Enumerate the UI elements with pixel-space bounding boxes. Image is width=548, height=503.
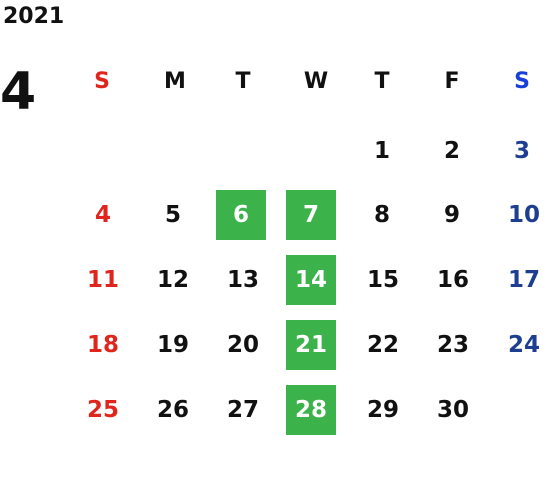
- day-cell[interactable]: 26: [156, 397, 189, 423]
- day-cell-saturday[interactable]: 3: [513, 138, 530, 164]
- day-cell[interactable]: 27: [226, 397, 259, 423]
- weekday-header-saturday: S: [514, 68, 530, 94]
- day-cell-saturday[interactable]: 17: [507, 267, 540, 293]
- day-cell[interactable]: 29: [366, 397, 399, 423]
- day-cell[interactable]: 20: [226, 332, 259, 358]
- day-cell-highlighted[interactable]: 14: [286, 255, 336, 305]
- day-cell-sunday[interactable]: 11: [86, 267, 119, 293]
- day-cell-sunday[interactable]: 18: [86, 332, 119, 358]
- month-number: 4: [0, 62, 37, 122]
- day-cell-highlighted[interactable]: 6: [216, 190, 266, 240]
- day-cell[interactable]: 23: [436, 332, 469, 358]
- day-cell[interactable]: 12: [156, 267, 189, 293]
- day-cell-highlighted[interactable]: 7: [286, 190, 336, 240]
- day-cell-highlighted[interactable]: 21: [286, 320, 336, 370]
- day-cell[interactable]: 15: [366, 267, 399, 293]
- weekday-header-sunday: S: [94, 68, 110, 94]
- day-cell[interactable]: 13: [226, 267, 259, 293]
- day-cell-sunday[interactable]: 25: [86, 397, 119, 423]
- weekday-header-thursday: T: [374, 68, 390, 94]
- day-cell[interactable]: 22: [366, 332, 399, 358]
- weekday-header-friday: F: [444, 68, 460, 94]
- day-cell[interactable]: 8: [373, 202, 390, 228]
- day-cell[interactable]: 19: [156, 332, 189, 358]
- day-cell[interactable]: 16: [436, 267, 469, 293]
- day-cell[interactable]: 9: [443, 202, 460, 228]
- day-cell-highlighted[interactable]: 28: [286, 385, 336, 435]
- day-cell[interactable]: 30: [436, 397, 469, 423]
- day-cell[interactable]: 2: [443, 138, 460, 164]
- day-cell[interactable]: 5: [164, 202, 181, 228]
- calendar-grid: S M T W T F S 1 2 3 4 5 6 7 8 9 10 11 12…: [70, 0, 548, 503]
- weekday-header-monday: M: [164, 68, 186, 94]
- day-cell[interactable]: 1: [373, 138, 390, 164]
- day-cell-sunday[interactable]: 4: [94, 202, 111, 228]
- weekday-header-wednesday: W: [303, 68, 329, 94]
- day-cell-saturday[interactable]: 10: [507, 202, 540, 228]
- weekday-header-tuesday: T: [235, 68, 251, 94]
- day-cell-saturday[interactable]: 24: [507, 332, 540, 358]
- year-label: 2021: [3, 4, 65, 29]
